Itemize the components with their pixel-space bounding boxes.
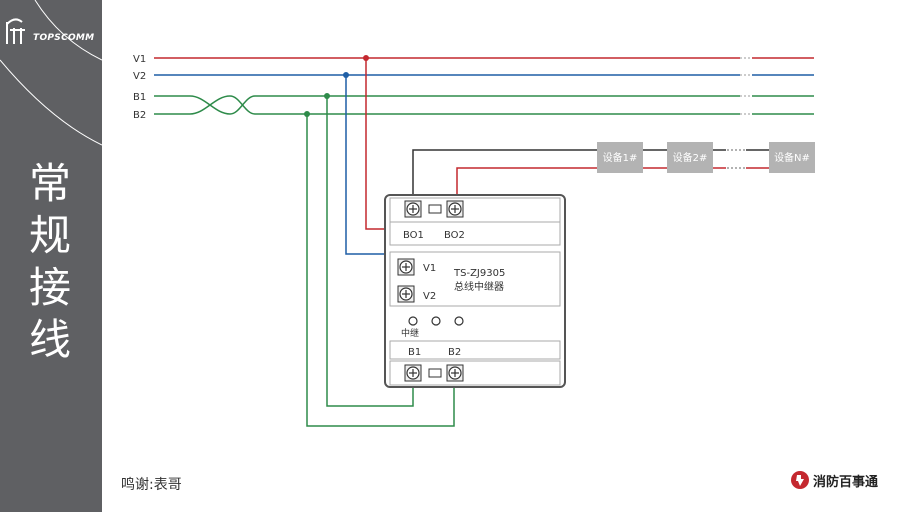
led-2-icon [431, 316, 441, 326]
screw-bo1-icon [404, 200, 422, 218]
device-2-label: 设备2# [673, 151, 708, 164]
device-1-label: 设备1# [603, 151, 638, 164]
decor-arc-1 [0, 59, 102, 146]
right-logo: 消防百事通 [790, 470, 878, 490]
label-bo1: BO1 [403, 230, 424, 241]
fire-logo-icon [791, 471, 809, 489]
label-b1: B1 [133, 92, 146, 103]
label-bo2: BO2 [444, 230, 465, 241]
device-gaps [727, 149, 745, 169]
v1-junction [363, 55, 369, 61]
label-module-v2: V2 [423, 291, 436, 302]
credit-text: 鸣谢:表哥 [121, 477, 182, 493]
device-n-label: 设备N# [774, 151, 810, 164]
led-1-icon [408, 316, 418, 326]
v2-drop [345, 75, 388, 255]
label-v2: V2 [133, 71, 146, 82]
relay-module: BO1 BO2 V1 V2 TS-ZJ9305 总线中继器 中继 B1 B2 [384, 194, 566, 388]
b2-drop [306, 114, 455, 427]
title-char: 接 [28, 263, 71, 312]
module-info-panel [389, 251, 561, 307]
v1-drop [365, 58, 388, 230]
screw-v1-icon [397, 258, 415, 276]
page-title: 常 规 接 线 [18, 158, 82, 366]
module-model: TS-ZJ9305 [453, 268, 505, 279]
label-module-b1: B1 [408, 347, 421, 358]
sidebar-decor [0, 0, 102, 146]
main-lines [154, 57, 814, 115]
label-v1: V1 [133, 54, 146, 65]
top-indicator [428, 204, 442, 214]
b2-junction [304, 111, 310, 117]
bottom-indicator [428, 368, 442, 378]
b1-twist-b [229, 95, 256, 115]
sidebar: TOPSCOMM 常 规 接 线 [0, 0, 102, 512]
v2-junction [343, 72, 349, 78]
bo1-wire [412, 149, 598, 197]
b1-drop [326, 96, 414, 407]
screw-v2-icon [397, 285, 415, 303]
module-b-label-row [389, 340, 561, 360]
brand-name: TOPSCOMM [33, 33, 95, 43]
device-2: 设备2# [667, 142, 713, 173]
wiring-diagram: V1 V2 B1 B2 设备1# 设备2# 设备N# [133, 54, 815, 427]
title-char: 常 [28, 159, 71, 208]
topscomm-logo-icon [6, 18, 25, 44]
screw-b2-icon [446, 364, 464, 382]
label-module-b2: B2 [448, 347, 461, 358]
title-char: 线 [28, 315, 71, 364]
screw-bo2-icon [446, 200, 464, 218]
decor-arc-2 [34, 0, 102, 61]
b2-twist-a [154, 95, 231, 115]
device-1: 设备1# [597, 142, 643, 173]
bo2-wire [456, 167, 598, 197]
label-b2: B2 [133, 110, 146, 121]
label-module-v1: V1 [423, 263, 436, 274]
device-n: 设备N# [769, 142, 815, 173]
label-relay: 中继 [401, 327, 419, 339]
title-char: 规 [28, 211, 71, 260]
module-bo-label-row [389, 221, 561, 246]
screw-b1-icon [404, 364, 422, 382]
b1-twist-a [154, 95, 231, 115]
b1-junction [324, 93, 330, 99]
right-logo-text: 消防百事通 [813, 474, 879, 490]
module-name: 总线中继器 [454, 280, 504, 293]
line-gaps [740, 57, 752, 115]
led-3-icon [454, 316, 464, 326]
